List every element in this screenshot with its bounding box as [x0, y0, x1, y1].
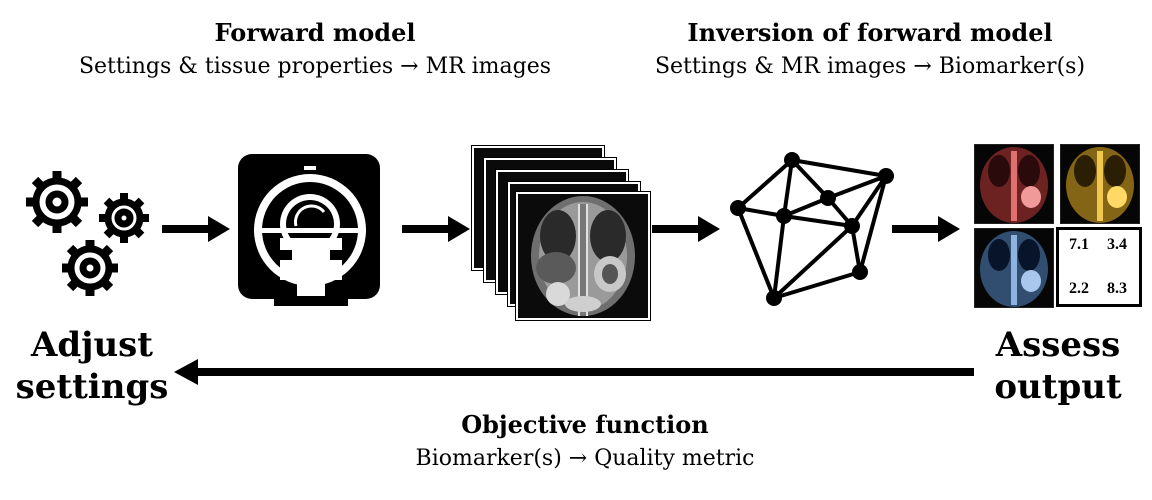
value-top-left: 7.1 — [1069, 236, 1089, 253]
mri-scanner-icon — [238, 154, 380, 306]
arrow-right-4 — [892, 216, 960, 242]
arrow-right-1 — [162, 216, 230, 242]
mr-image-stack-icon — [470, 146, 650, 321]
biomarker-values-table: 7.1 3.4 2.2 8.3 — [1056, 227, 1142, 307]
adjust-settings-label: Adjust settings — [12, 324, 172, 408]
assess-output-label: Assess output — [978, 324, 1138, 408]
assess-line2: output — [994, 367, 1122, 407]
assess-line1: Assess — [995, 325, 1121, 365]
value-top-right: 3.4 — [1107, 236, 1127, 253]
value-bottom-right: 8.3 — [1107, 280, 1127, 297]
forward-model-subtitle: Settings & tissue properties → MR images — [78, 54, 552, 79]
arrow-right-3 — [652, 216, 720, 242]
objective-title: Objective function — [461, 410, 709, 439]
forward-model-title: Forward model — [214, 18, 416, 47]
network-graph-icon — [730, 152, 894, 306]
arrow-right-2 — [402, 216, 470, 242]
mr-slice-front — [516, 192, 650, 320]
adjust-line1: Adjust — [30, 325, 154, 365]
gears-icon — [26, 171, 149, 296]
biomarker-maps-icon — [974, 144, 1144, 312]
inversion-title: Inversion of forward model — [687, 18, 1053, 47]
blue-map-tile — [974, 228, 1054, 308]
inversion-subtitle: Settings & MR images → Biomarker(s) — [654, 54, 1086, 79]
feedback-arrow-left — [174, 359, 974, 385]
red-map-tile — [974, 144, 1054, 224]
yellow-map-tile — [1060, 144, 1140, 224]
adjust-line2: settings — [15, 367, 169, 407]
objective-subtitle: Biomarker(s) → Quality metric — [415, 446, 755, 471]
value-bottom-left: 2.2 — [1069, 280, 1089, 297]
